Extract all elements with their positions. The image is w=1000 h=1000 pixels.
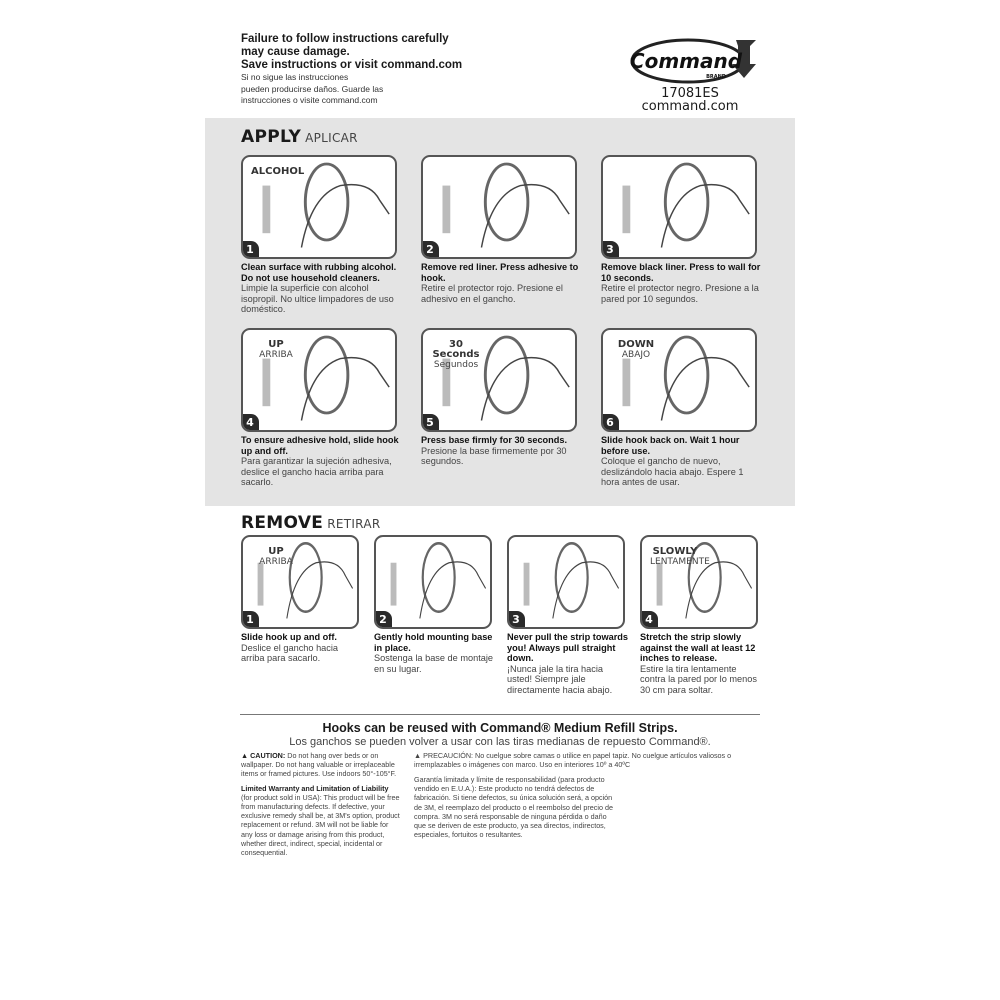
divider: [240, 714, 760, 715]
step-number: 6: [603, 414, 619, 430]
illustration: [257, 542, 354, 619]
illustration: [262, 335, 390, 421]
remove-step-3-panel: 3: [507, 535, 625, 629]
illustration: [523, 542, 620, 619]
caption-en: Remove red liner. Press adhesive to hook…: [421, 262, 579, 283]
apply-step-2-panel: 2: [421, 155, 577, 259]
caution-en: ▲ CAUTION: Do not hang over beds or on w…: [241, 751, 400, 858]
apply-step-6-caption: Slide hook back on. Wait 1 hour before u…: [601, 435, 761, 488]
illustration-label: ALCOHOL: [251, 166, 305, 177]
step-number: 3: [603, 241, 619, 257]
remove-step-3-caption: Never pull the strip towards you! Always…: [507, 632, 629, 696]
illustration: [262, 162, 390, 248]
caption-en: Remove black liner. Press to wall for 10…: [601, 262, 761, 283]
garantia-es: Garantía limitada y límite de responsabi…: [414, 775, 613, 840]
precaucion-es: ▲ PRECAUCIÓN: No cuelgue sobre camas o u…: [414, 751, 732, 770]
illustration: [656, 542, 753, 619]
apply-step-2-caption: Remove red liner. Press adhesive to hook…: [421, 262, 581, 304]
step-number: 1: [243, 241, 259, 257]
website: command.com: [641, 99, 739, 114]
warning-english: Failure to follow instructions carefully…: [241, 33, 501, 72]
caption-en: Slide hook up and off.: [241, 632, 337, 642]
step-number: 1: [243, 611, 259, 627]
illustration: [622, 162, 750, 248]
step-number: 4: [642, 611, 658, 627]
apply-step-4-caption: To ensure adhesive hold, slide hook up a…: [241, 435, 401, 488]
caption-es: Sostenga la base de montaje en su lugar.: [374, 653, 494, 674]
caption-es: Retire el protector rojo. Presione el ad…: [421, 283, 563, 304]
caption-es: Deslice el gancho hacia arriba para saca…: [241, 642, 339, 664]
caption-es: Para garantizar la sujeción adhesiva, de…: [241, 456, 392, 488]
step-number: 2: [376, 611, 392, 627]
reuse-note-es: Los ganchos se pueden volver a usar con …: [289, 736, 711, 748]
remove-step-2-caption: Gently hold mounting base in place.Soste…: [374, 632, 496, 674]
apply-step-5-caption: Press base firmly for 30 seconds.Presion…: [421, 435, 581, 467]
remove-step-1-caption: Slide hook up and off.Deslice el gancho …: [241, 632, 363, 664]
warning-spanish: Si no sigue las instrucciones pueden pro…: [241, 72, 441, 107]
caption-en: Slide hook back on. Wait 1 hour before u…: [601, 435, 740, 456]
command-logo: Command BRAND: [628, 34, 758, 86]
caption-es: Retire el protector negro. Presione a la…: [601, 283, 759, 304]
caption-es: Estire la tira lentamente contra la pare…: [640, 663, 757, 695]
warning-line: Failure to follow instructions carefully: [241, 33, 449, 45]
warning-line: pueden producirse daños. Guarde las: [241, 83, 384, 94]
caption-es: Limpie la superficie con alcohol isoprop…: [241, 283, 394, 315]
warning-line: may cause damage.: [241, 46, 350, 58]
model-info: 17081ES command.com: [625, 87, 755, 113]
apply-step-3-panel: 3: [601, 155, 757, 259]
caption-es: Presione la base firmemente por 30 segun…: [421, 445, 567, 467]
illustration: [442, 162, 570, 248]
caption-en: To ensure adhesive hold, slide hook up a…: [241, 435, 399, 456]
step-number: 3: [509, 611, 525, 627]
warning-line: Si no sigue las instrucciones: [241, 72, 349, 82]
caption-en: Never pull the strip towards you! Always…: [507, 632, 628, 664]
logo-sub: BRAND: [706, 74, 726, 80]
apply-step-1-caption: Clean surface with rubbing alcohol. Do n…: [241, 262, 401, 315]
caption-en: Gently hold mounting base in place.: [374, 632, 493, 653]
illustration: [390, 542, 487, 619]
remove-step-2-panel: 2: [374, 535, 492, 629]
step-number: 2: [423, 241, 439, 257]
illustration: [442, 335, 570, 421]
step-number: 5: [423, 414, 439, 430]
reuse-note: Hooks can be reused with Command® Medium…: [322, 721, 678, 735]
apply-step-3-caption: Remove black liner. Press to wall for 10…: [601, 262, 761, 304]
caption-en: Press base firmly for 30 seconds.: [421, 435, 568, 445]
model-number: 17081ES: [661, 86, 719, 101]
warning-line: instrucciones o visite command.com: [241, 95, 378, 105]
caption-es: Coloque el gancho de nuevo, deslizándolo…: [601, 456, 744, 488]
warning-line: Save instructions or visit command.com: [241, 59, 463, 71]
caption-en: Clean surface with rubbing alcohol. Do n…: [241, 262, 397, 283]
apply-step-1-panel: 1 ALCOHOL: [241, 155, 397, 259]
illustration: [622, 335, 750, 421]
step-number: 4: [243, 414, 259, 430]
caption-es: ¡Nunca jale la tira hacia usted! Siempre…: [507, 663, 613, 695]
remove-step-4-caption: Stretch the strip slowly against the wal…: [640, 632, 762, 696]
logo-text: Command: [630, 49, 743, 73]
caption-en: Stretch the strip slowly against the wal…: [640, 632, 756, 664]
